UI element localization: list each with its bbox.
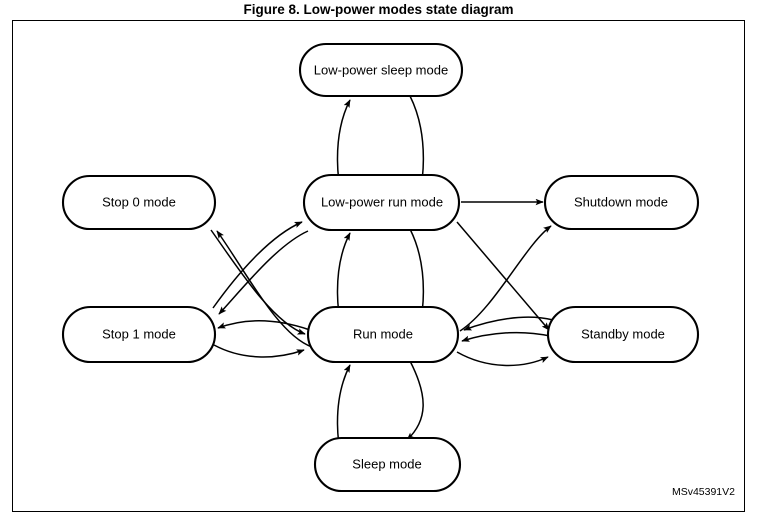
figure-frame: [12, 20, 745, 512]
figure-title: Figure 8. Low-power modes state diagram: [243, 2, 514, 17]
figure-reference-id: MSv45391V2: [671, 486, 735, 498]
